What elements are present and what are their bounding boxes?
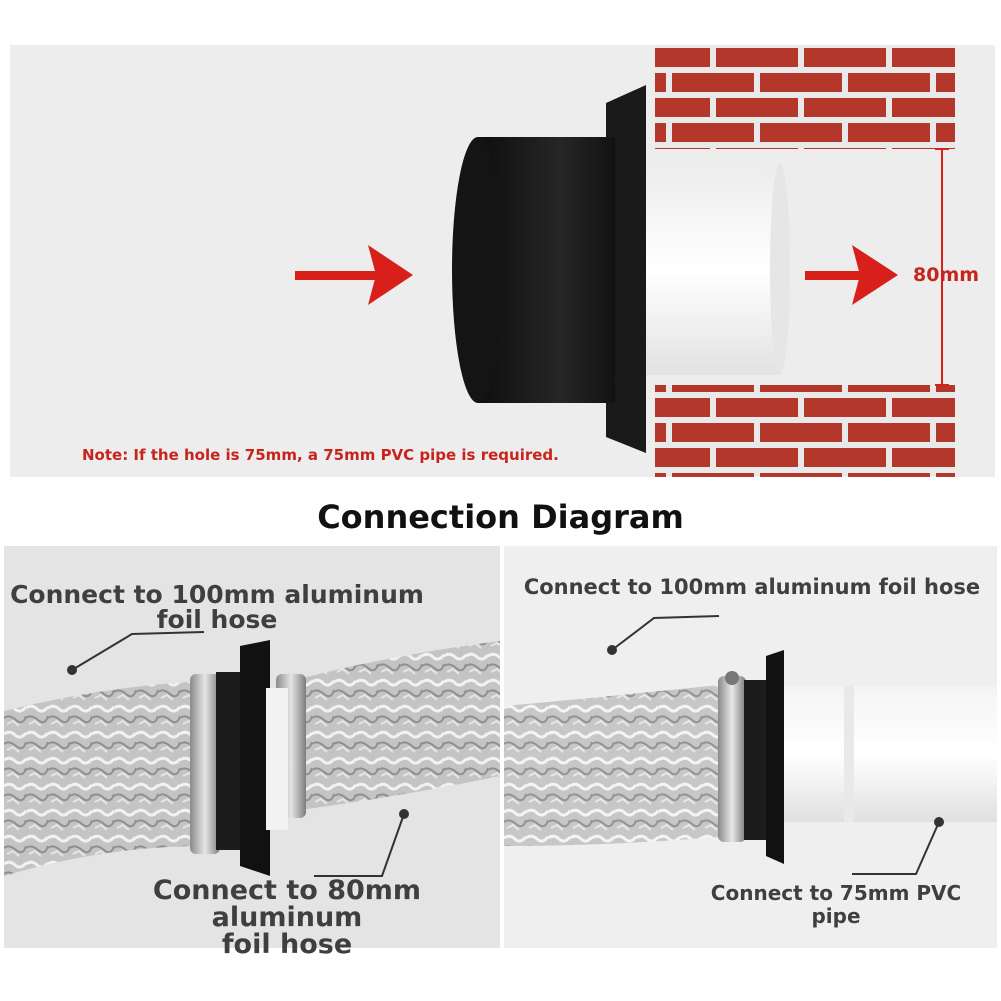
foil-to-foil-illustration — [4, 631, 500, 877]
callout-line: Connect to 75mm PVC — [710, 881, 962, 905]
callout-line: foil hose — [156, 605, 278, 634]
foil-to-pvc-illustration — [504, 615, 997, 875]
callout-75mm-pvc-pipe: Connect to 75mm PVC pipe — [700, 882, 972, 928]
pointer-line — [607, 615, 944, 875]
wall-installation-illustration — [295, 45, 955, 477]
foil-to-foil-panel — [4, 546, 500, 948]
callout-100mm-foil-hose: Connect to 100mm aluminum foil hose — [8, 582, 426, 632]
page-title: Connection Diagram — [317, 498, 684, 536]
adapter-flange — [240, 640, 270, 876]
brick-wall-top — [655, 45, 955, 149]
pointer-line — [67, 631, 409, 877]
hose-100mm — [504, 684, 729, 846]
dimension-label: 80mm — [913, 264, 980, 286]
callout-100mm-foil-hose: Connect to 100mm aluminum foil hose — [512, 577, 992, 598]
installation-note: Note: If the hole is 75mm, a 75mm PVC pi… — [82, 446, 559, 464]
callout-line: pipe — [811, 904, 861, 928]
arrow-in-icon — [295, 245, 413, 305]
pvc-pipe — [630, 163, 780, 375]
callout-line: foil hose — [221, 929, 353, 960]
bottom-margin — [0, 955, 1001, 1001]
dimension-line — [935, 148, 949, 386]
collar-body — [478, 137, 615, 403]
collar-flange — [606, 85, 646, 453]
arrow-out-icon — [805, 245, 898, 305]
callout-line: Connect to 100mm aluminum — [10, 580, 424, 609]
callout-80mm-foil-hose: Connect to 80mm aluminum foil hose — [78, 877, 496, 958]
foil-to-pvc-panel — [504, 546, 997, 948]
adapter-flange — [766, 650, 784, 864]
callout-line: Connect to 80mm aluminum — [152, 875, 422, 933]
wall-installation-panel — [10, 45, 995, 477]
callout-line: Connect to 100mm aluminum foil hose — [523, 575, 981, 599]
pvc-pipe — [784, 686, 997, 822]
brick-wall-bottom — [655, 385, 955, 477]
hose-80mm — [292, 641, 500, 811]
hose-100mm — [4, 681, 204, 876]
